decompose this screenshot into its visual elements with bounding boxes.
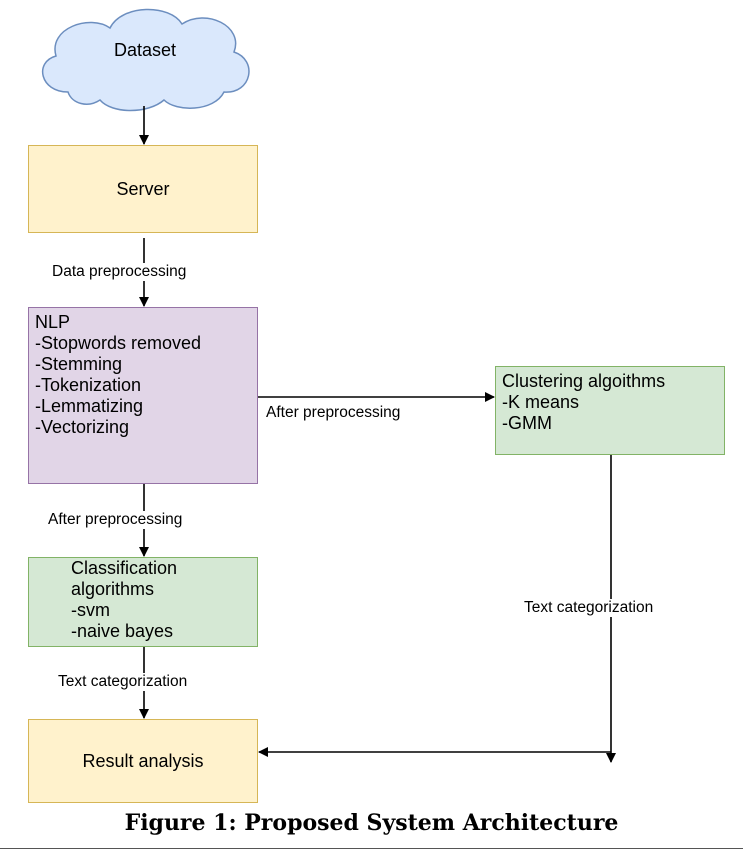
server-label: Server	[116, 178, 170, 199]
clustering-line: -GMM	[502, 413, 552, 433]
nlp-line: -Stemming	[35, 354, 123, 374]
label-text-categorization-left: Text categorization	[58, 673, 188, 691]
classification-box: Classification algorithms -svm -naive ba…	[28, 557, 258, 647]
result-box: Result analysis	[28, 719, 258, 803]
figure-caption: Figure 1: Proposed System Architecture	[124, 810, 619, 836]
classification-line: -svm	[71, 600, 110, 620]
nlp-line: -Tokenization	[35, 375, 142, 395]
clustering-line: -K means	[502, 392, 580, 412]
classification-line: algorithms	[71, 579, 155, 599]
nlp-line: -Lemmatizing	[35, 396, 144, 416]
label-after-preprocessing-down: After preprocessing	[48, 511, 183, 529]
server-box: Server	[28, 145, 258, 233]
dataset-label: Dataset	[113, 40, 177, 60]
label-text-categorization-right: Text categorization	[524, 599, 654, 617]
nlp-line: -Stopwords removed	[35, 333, 202, 353]
label-data-preprocessing: Data preprocessing	[52, 263, 187, 281]
nlp-line: NLP	[35, 312, 71, 332]
classification-line: Classification	[71, 558, 178, 578]
classification-line: -naive bayes	[71, 621, 174, 641]
nlp-box: NLP -Stopwords removed -Stemming -Tokeni…	[28, 307, 258, 484]
result-label: Result analysis	[82, 750, 204, 771]
nlp-line: -Vectorizing	[35, 417, 130, 437]
label-after-preprocessing-right: After preprocessing	[266, 404, 401, 421]
clustering-box: Clustering algoithms -K means -GMM	[495, 366, 725, 455]
clustering-line: Clustering algoithms	[502, 371, 666, 391]
bottom-rule	[0, 848, 743, 849]
dataset-cloud	[41, 8, 250, 112]
